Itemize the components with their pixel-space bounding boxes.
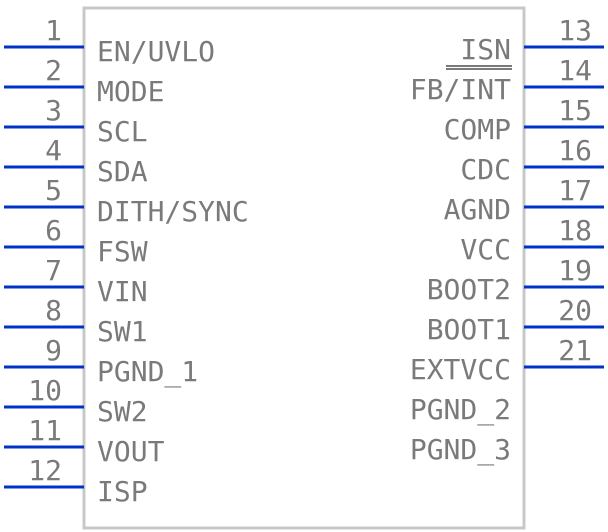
pin-label-21: EXTVCC — [410, 353, 511, 386]
pin-number-9: 9 — [45, 334, 62, 367]
pin-label-13: ISN — [460, 33, 511, 66]
pin-number-7: 7 — [45, 254, 62, 287]
pin-label-4: SDA — [97, 155, 148, 188]
pin-label-9: PGND_1 — [97, 355, 198, 389]
pin-label-19: BOOT2 — [427, 273, 511, 306]
pin-number-4: 4 — [45, 134, 62, 167]
pin-label-11: VOUT — [97, 435, 165, 468]
pin-label-20: BOOT1 — [427, 313, 511, 346]
pin-label-1: EN/UVLO — [97, 35, 215, 68]
pin-label-3: SCL — [97, 115, 148, 148]
pin-number-20: 20 — [558, 294, 592, 327]
pin-label-2: MODE — [97, 75, 164, 108]
pin-number-1: 1 — [45, 14, 62, 47]
pin-number-19: 19 — [558, 254, 592, 287]
pin-label-18: VCC — [460, 233, 511, 266]
pin-label-14: FB/INT — [410, 73, 511, 106]
pin-number-13: 13 — [558, 14, 592, 47]
pin-number-17: 17 — [558, 174, 592, 207]
pin-number-6: 6 — [45, 214, 62, 247]
pin-label-8: SW1 — [97, 315, 148, 348]
pin-label-pgnd-3: PGND_3 — [410, 433, 511, 467]
pin-label-7: VIN — [97, 275, 148, 308]
pin-label-10: SW2 — [97, 395, 148, 428]
pin-number-5: 5 — [45, 174, 62, 207]
component-body — [82, 6, 526, 530]
pin-number-18: 18 — [558, 214, 592, 247]
pin-label-pgnd-2: PGND_2 — [410, 393, 511, 427]
pin-label-6: FSW — [97, 235, 148, 268]
pin-number-2: 2 — [45, 54, 62, 87]
pin-number-10: 10 — [28, 374, 62, 407]
pin-number-3: 3 — [45, 94, 62, 127]
pin-number-8: 8 — [45, 294, 62, 327]
pin-number-16: 16 — [558, 134, 592, 167]
pin-number-21: 21 — [558, 334, 592, 367]
pin-label-16: CDC — [460, 153, 511, 186]
pin-label-15: COMP — [444, 113, 511, 146]
pin-label-17: AGND — [444, 193, 511, 226]
pin-number-15: 15 — [558, 94, 592, 127]
pin-number-14: 14 — [558, 54, 592, 87]
pin-number-11: 11 — [28, 414, 62, 447]
pin-label-12: ISP — [97, 475, 148, 508]
pin-number-12: 12 — [28, 454, 62, 487]
pin-label-5: DITH/SYNC — [97, 195, 249, 228]
